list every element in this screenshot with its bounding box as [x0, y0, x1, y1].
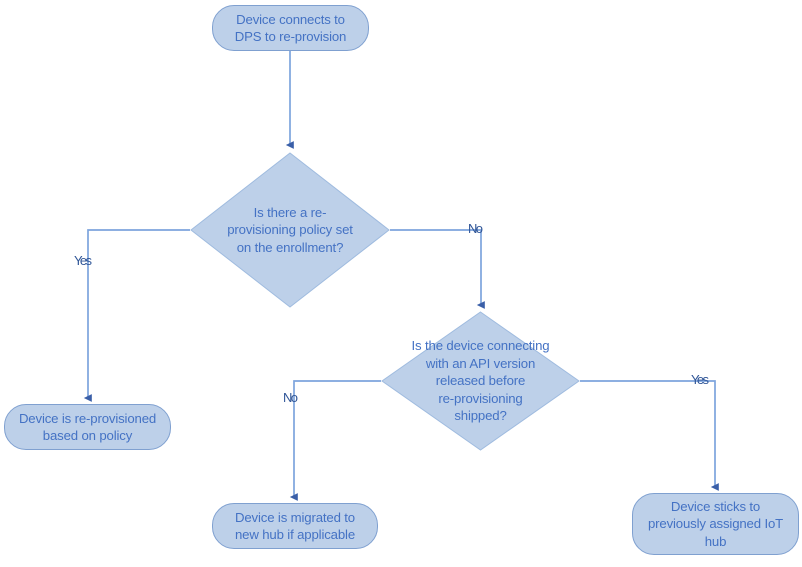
edge-policy-no	[390, 229, 485, 309]
node-outcome-sticks-label: Device sticks to previously assigned IoT…	[647, 498, 784, 549]
node-outcome-sticks[interactable]: Device sticks to previously assigned IoT…	[632, 493, 799, 555]
node-decision-api-version-label: Is the device connecting with an API ver…	[411, 338, 550, 424]
edge-policy-yes	[83, 229, 190, 402]
edge-label-policy-no: No	[468, 221, 483, 236]
node-decision-policy[interactable]: Is there a re- provisioning policy set o…	[190, 152, 390, 308]
node-start-label: Device connects to DPS to re-provision	[234, 11, 347, 44]
node-decision-policy-label: Is there a re- provisioning policy set o…	[227, 204, 353, 255]
node-decision-api-version[interactable]: Is the device connecting with an API ver…	[381, 311, 580, 451]
edge-api-yes	[580, 380, 719, 491]
node-outcome-policy-label: Device is re-provisioned based on policy	[18, 410, 157, 443]
edge-api-no	[289, 380, 381, 501]
node-start[interactable]: Device connects to DPS to re-provision	[212, 5, 369, 51]
node-outcome-migrated-label: Device is migrated to new hub if applica…	[234, 509, 356, 542]
edge-label-api-yes: Yes	[691, 372, 709, 387]
diamond-icon	[381, 311, 580, 451]
edge-label-api-no: No	[283, 390, 298, 405]
edge-label-policy-yes: Yes	[74, 253, 92, 268]
diamond-icon	[190, 152, 390, 308]
node-outcome-policy[interactable]: Device is re-provisioned based on policy	[4, 404, 171, 450]
node-outcome-migrated[interactable]: Device is migrated to new hub if applica…	[212, 503, 378, 549]
